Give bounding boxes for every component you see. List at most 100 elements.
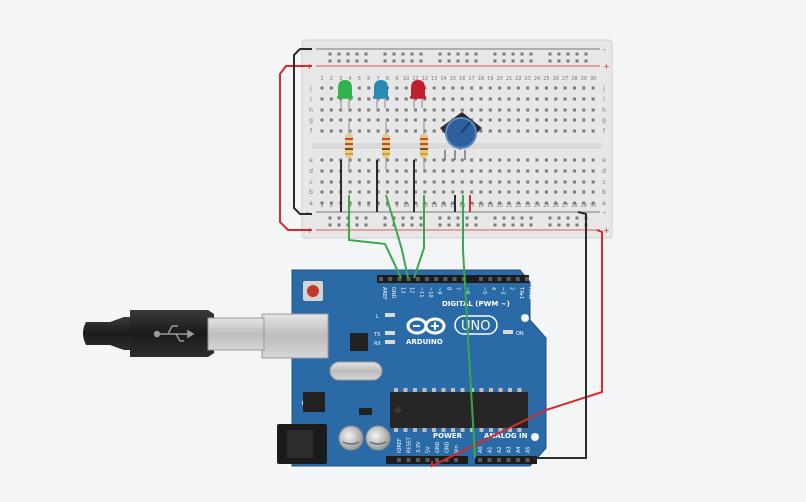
- digital-pin-label: ~9: [436, 287, 442, 294]
- breadboard-hole: [563, 201, 567, 205]
- power-pin-hole[interactable]: [397, 458, 401, 462]
- digital-pin-hole[interactable]: [506, 277, 511, 281]
- breadboard-hole: [376, 108, 380, 112]
- column-number-top: 20: [496, 76, 502, 82]
- power-pin-hole[interactable]: [406, 458, 411, 462]
- digital-pin-hole[interactable]: [443, 277, 448, 281]
- row-letter: h: [309, 107, 313, 114]
- digital-pin-hole[interactable]: [388, 277, 393, 281]
- breadboard-hole: [535, 108, 539, 112]
- breadboard-hole: [357, 190, 361, 194]
- crystal-oscillator: [329, 361, 383, 381]
- digital-pin-hole[interactable]: [397, 277, 402, 281]
- rail-hole: [355, 52, 359, 56]
- digital-pin-hole[interactable]: [488, 277, 493, 281]
- analog-pin-hole[interactable]: [497, 458, 501, 462]
- pot-indicator: [460, 121, 471, 134]
- rail-hole: [364, 59, 368, 63]
- digital-pin-label: 7: [455, 287, 461, 290]
- breadboard-hole: [329, 190, 333, 194]
- breadboard-hole: [376, 158, 380, 162]
- digital-pin-hole[interactable]: [425, 277, 429, 281]
- breadboard-hole: [320, 97, 324, 101]
- column-number-bottom: 26: [553, 203, 559, 209]
- breadboard-hole: [451, 158, 455, 162]
- power-pin-hole[interactable]: [416, 458, 420, 462]
- breadboard-hole: [563, 190, 567, 194]
- analog-pin-hole[interactable]: [506, 458, 511, 462]
- breadboard-hole: [460, 169, 464, 173]
- digital-pin-label: ~5: [481, 287, 487, 294]
- breadboard-hole: [563, 86, 567, 90]
- breadboard-hole: [516, 108, 520, 112]
- resistors: [345, 122, 428, 170]
- digital-pin-hole[interactable]: [406, 277, 411, 281]
- breadboard-hole: [507, 86, 511, 90]
- chip-pin: [517, 388, 522, 392]
- breadboard-hole: [572, 201, 576, 205]
- breadboard-hole: [591, 169, 595, 173]
- rail-hole: [502, 223, 506, 227]
- led-label-l: L: [376, 314, 379, 320]
- usb-b-port[interactable]: [261, 313, 329, 359]
- breadboard-hole: [582, 201, 586, 205]
- column-number-top: 4: [348, 76, 351, 82]
- breadboard-hole: [554, 169, 558, 173]
- digital-pin-hole[interactable]: [434, 277, 439, 281]
- breadboard-hole: [526, 108, 530, 112]
- rail-hole: [364, 223, 368, 227]
- power-pin-hole[interactable]: [435, 458, 439, 462]
- analog-pin-hole[interactable]: [525, 458, 530, 462]
- capacitor: [365, 425, 391, 451]
- breadboard-hole: [572, 108, 576, 112]
- breadboard-hole: [320, 180, 324, 184]
- rail-hole: [410, 223, 414, 227]
- rail-hole: [355, 223, 359, 227]
- digital-pin-hole[interactable]: [415, 277, 420, 281]
- analog-pin-label: A4: [516, 446, 522, 453]
- breadboard-hole: [329, 118, 333, 122]
- power-pin-hole[interactable]: [454, 458, 458, 462]
- power-pin-label: RESET: [407, 436, 413, 453]
- digital-pin-hole[interactable]: [497, 277, 502, 281]
- breadboard-hole: [395, 169, 399, 173]
- resistor-band: [420, 148, 428, 150]
- digital-pin-hole[interactable]: [515, 277, 520, 281]
- breadboard-hole: [470, 180, 474, 184]
- power-pin-hole[interactable]: [444, 458, 449, 462]
- breadboard-hole: [516, 158, 520, 162]
- row-letter: i: [603, 96, 605, 103]
- column-number-top: 7: [377, 76, 380, 82]
- breadboard-hole: [526, 118, 530, 122]
- breadboard-hole: [320, 108, 324, 112]
- rail-hole: [410, 216, 414, 220]
- analog-pin-hole[interactable]: [487, 458, 492, 462]
- breadboard-hole: [432, 97, 436, 101]
- breadboard-hole: [329, 169, 333, 173]
- digital-pin-hole[interactable]: [379, 277, 383, 281]
- power-pin-hole[interactable]: [425, 458, 430, 462]
- usb-cable[interactable]: [83, 310, 265, 357]
- breadboard-hole: [591, 190, 595, 194]
- resistor-band: [382, 138, 390, 140]
- rail-hole: [566, 52, 570, 56]
- breadboard-hole: [376, 118, 380, 122]
- chip-pin: [432, 428, 436, 432]
- chip-pin: [470, 428, 474, 432]
- rail-hole: [584, 52, 588, 56]
- breadboard-hole: [582, 129, 586, 133]
- digital-pin-hole[interactable]: [525, 277, 529, 281]
- breadboard-hole: [367, 190, 371, 194]
- voltage-regulator: [303, 392, 325, 412]
- breadboard-hole: [329, 180, 333, 184]
- potentiometer[interactable]: [440, 112, 482, 160]
- breadboard-hole: [591, 97, 595, 101]
- reset-button-cap[interactable]: [307, 285, 319, 297]
- digital-pin-hole[interactable]: [452, 277, 457, 281]
- rail-hole: [548, 59, 552, 63]
- analog-pin-hole[interactable]: [478, 458, 482, 462]
- digital-pin-hole[interactable]: [479, 277, 483, 281]
- analog-pin-hole[interactable]: [516, 458, 520, 462]
- breadboard-hole: [498, 86, 502, 90]
